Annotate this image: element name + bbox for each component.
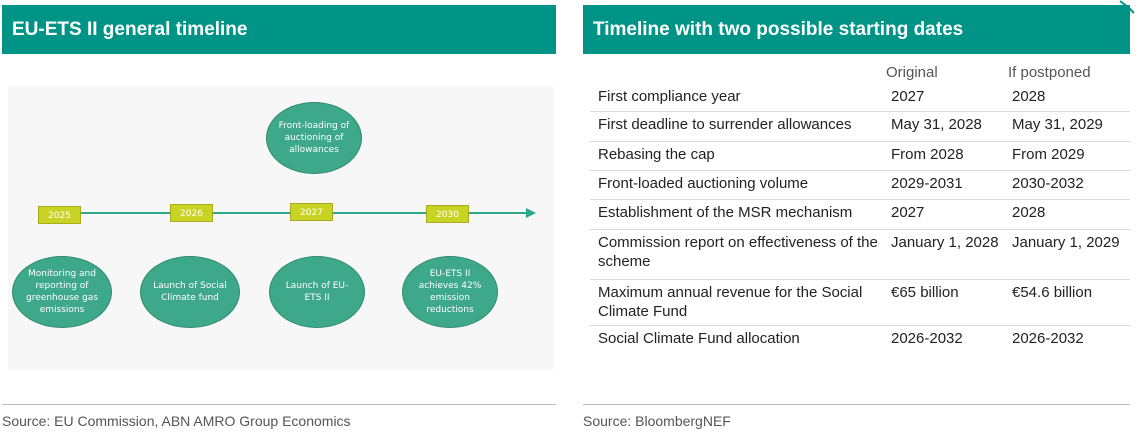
event-front-loading: Front-loading of auctioning of allowance… [266,102,362,174]
table-row: Establishment of the MSR mechanism 2027 … [590,200,1130,230]
table-row: Rebasing the cap From 2028 From 2029 [590,142,1130,171]
timeline-arrow-icon [526,208,536,218]
row-original: 2027 [891,204,925,221]
row-postponed: From 2029 [1012,146,1085,163]
left-source-note: Source: EU Commission, ABN AMRO Group Ec… [2,404,556,429]
row-postponed: 2028 [1012,88,1046,105]
table-row: Maximum annual revenue for the Social Cl… [590,280,1130,326]
year-box-2026: 2026 [170,204,213,222]
corner-arrow-icon [1119,0,1135,14]
year-box-2027: 2027 [290,203,333,221]
table-row: Front-loaded auctioning volume 2029-2031… [590,171,1130,200]
row-postponed: 2026-2032 [1012,330,1084,347]
row-postponed: 2030-2032 [1012,175,1084,192]
row-original: 2027 [891,88,925,105]
row-label: Maximum annual revenue for the Social Cl… [598,284,863,320]
table-row: First compliance year 2027 2028 [590,84,1130,112]
column-header-original: Original [886,64,938,81]
row-label: First compliance year [598,88,741,105]
row-postponed: May 31, 2029 [1012,116,1103,133]
row-original: May 31, 2028 [891,116,982,133]
row-label: Commission report on effectiveness of th… [598,234,878,270]
row-original: €65 billion [891,284,959,301]
row-original: 2026-2032 [891,330,963,347]
row-label: Rebasing the cap [598,146,715,163]
column-header-postponed: If postponed [1008,64,1091,81]
row-label: Social Climate Fund allocation [598,330,800,347]
starting-dates-table: Original If postponed First compliance y… [590,56,1130,356]
event-monitoring-reporting: Monitoring and reporting of greenhouse g… [12,256,112,328]
event-launch-eu-ets-ii: Launch of EU-ETS II [269,256,365,328]
table-row: Social Climate Fund allocation 2026-2032… [590,326,1130,356]
left-panel-title: EU-ETS II general timeline [2,5,556,54]
event-launch-social-climate-fund: Launch of Social Climate fund [140,256,240,328]
table-row: First deadline to surrender allowances M… [590,112,1130,142]
year-box-2025: 2025 [38,206,81,224]
right-panel-title: Timeline with two possible starting date… [583,5,1130,54]
row-original: January 1, 2028 [891,234,999,251]
right-source-note: Source: BloombergNEF [583,404,1130,429]
event-emission-reductions: EU-ETS II achieves 42% emission reductio… [402,256,498,328]
row-label: First deadline to surrender allowances [598,116,852,133]
row-postponed: January 1, 2029 [1012,234,1120,251]
row-label: Establishment of the MSR mechanism [598,204,853,221]
table-row: Commission report on effectiveness of th… [590,230,1130,280]
row-label: Front-loaded auctioning volume [598,175,809,192]
year-box-2030: 2030 [426,205,469,223]
row-original: From 2028 [891,146,964,163]
row-postponed: €54.6 billion [1012,284,1093,301]
row-postponed: 2028 [1012,204,1046,221]
row-original: 2029-2031 [891,175,963,192]
